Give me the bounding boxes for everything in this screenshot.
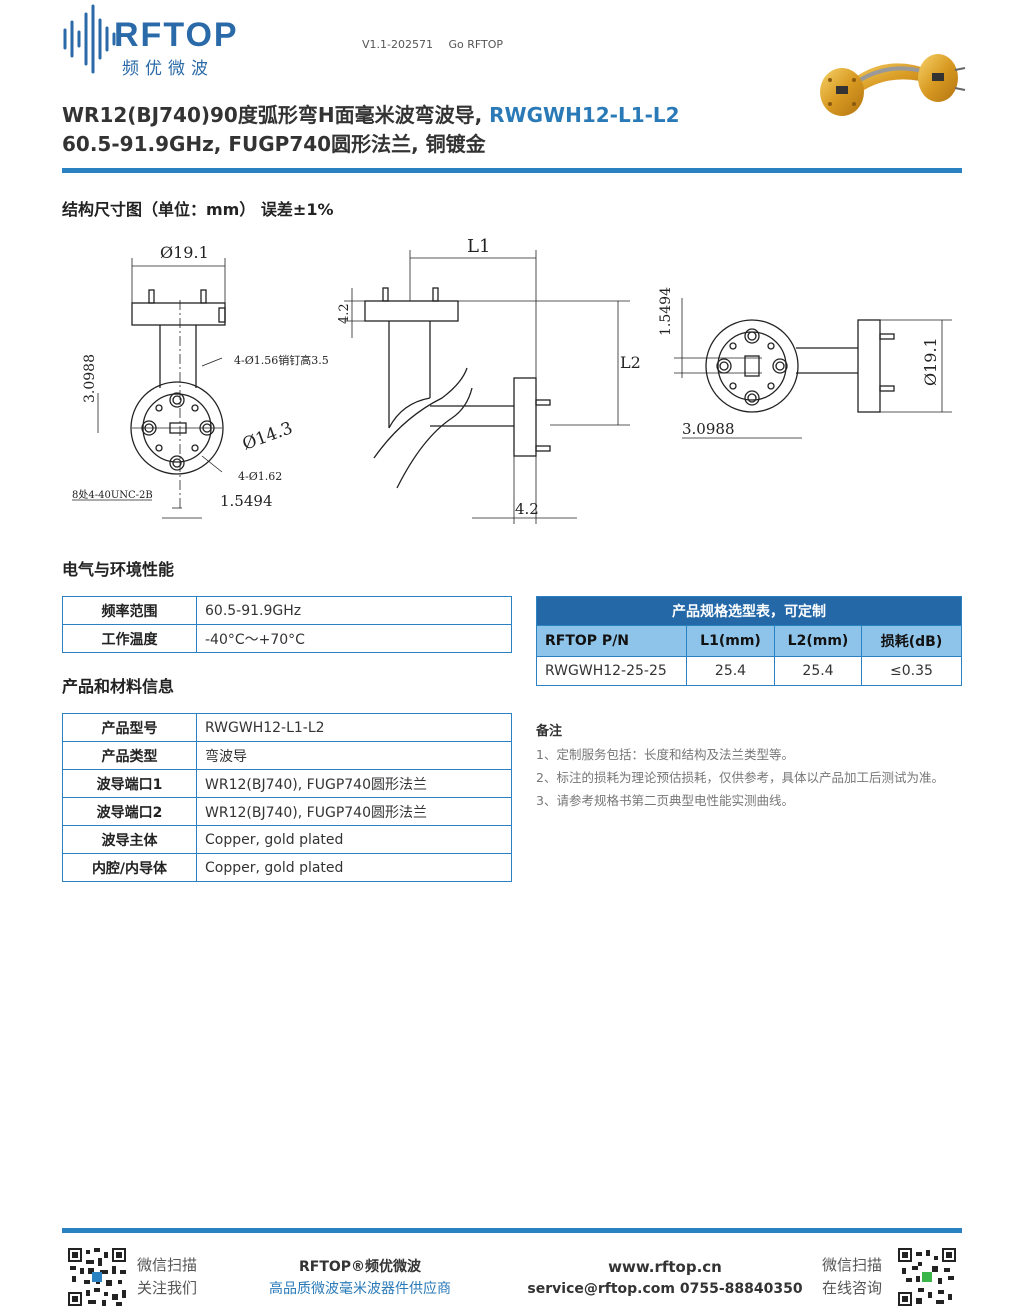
spec-key: 工作温度 <box>62 624 197 653</box>
material-heading: 产品和材料信息 <box>62 677 175 696</box>
logo-subtitle: 频优微波 <box>122 59 214 79</box>
spec-value: 弯波导 <box>196 741 512 770</box>
dim-l2-label: L2 <box>620 353 641 372</box>
pin-spec-label: 4-Ø1.56销钉高3.5 <box>234 353 329 367</box>
part-number-cell: RWGWH12-25-25 <box>536 656 687 686</box>
wechat-follow-text: 微信扫描 关注我们 <box>137 1254 197 1300</box>
spec-value: Copper, gold plated <box>196 825 512 854</box>
version-info: V1.1-202571 Go RFTOP <box>362 38 515 51</box>
spec-key: 产品型号 <box>62 713 197 742</box>
column-header: L1(mm) <box>686 625 775 657</box>
dim-3-0988-horizontal-label: 3.0988 <box>682 420 735 438</box>
rftop-logo: RFTOP 频优微波 <box>62 2 272 79</box>
dim-diameter-19-1-vertical-label: Ø19.1 <box>921 337 940 386</box>
dimension-drawing: Ø19.1 3.0988 4-Ø1.56销钉高3.5 Ø14.3 4-Ø1.62… <box>72 236 952 524</box>
product-photo <box>820 54 966 116</box>
wechat-consult-line2: 在线咨询 <box>822 1279 883 1297</box>
spec-value: 60.5-91.9GHz <box>196 596 512 625</box>
spec-key: 波导端口1 <box>62 769 197 798</box>
dim-4-2-vertical-label: 4.2 <box>337 303 352 324</box>
selection-table: 产品规格选型表，可定制 RFTOP P/N L1(mm) L2(mm) 损耗(d… <box>536 596 962 686</box>
notes-section: 备注 1、定制服务包括：长度和结构及法兰类型等。 2、标注的损耗为理论预估损耗，… <box>536 720 956 812</box>
footer-contact[interactable]: service@rftop.com 0755-88840350 <box>527 1281 803 1297</box>
thread-spec-label: 8处4-40UNC-2B <box>72 489 153 501</box>
spec-value: WR12(BJ740), FUGP740圆形法兰 <box>196 797 512 826</box>
note-item: 1、定制服务包括：长度和结构及法兰类型等。 <box>536 747 794 762</box>
table-row: RWGWH12-25-25 25.4 25.4 ≤0.35 <box>536 656 962 686</box>
hole-spec-label: 4-Ø1.62 <box>238 470 282 483</box>
l1-cell: 25.4 <box>686 656 775 686</box>
logo-text: RFTOP <box>114 16 239 54</box>
header-divider <box>62 168 962 173</box>
footer-contact-block: www.rftop.cn service@rftop.com 0755-8884… <box>520 1256 810 1300</box>
footer-brand: RFTOP®频优微波 <box>298 1259 422 1275</box>
drawing-heading: 结构尺寸图（单位：mm） 误差±1% <box>62 200 334 219</box>
footer-divider <box>62 1228 962 1233</box>
footer-slogan: 高品质微波毫米波器件供应商 <box>269 1281 451 1297</box>
wechat-follow-line2: 关注我们 <box>137 1279 198 1297</box>
column-header: RFTOP P/N <box>536 625 687 657</box>
spec-key: 波导端口2 <box>62 797 197 826</box>
title-part-number: RWGWH12-L1-L2 <box>489 103 680 127</box>
column-header: L2(mm) <box>774 625 862 657</box>
logo-wave-icon <box>63 4 116 74</box>
table-row: 产品类型弯波导 <box>62 741 512 770</box>
loss-cell: ≤0.35 <box>861 656 962 686</box>
selection-caption: 产品规格选型表，可定制 <box>536 596 962 626</box>
spec-key: 波导主体 <box>62 825 197 854</box>
note-item: 3、请参考规格书第二页典型电性能实测曲线。 <box>536 793 794 808</box>
title-main: WR12(BJ740)90度弧形弯H面毫米波弯波导, <box>62 103 490 127</box>
wechat-consult-line1: 微信扫描 <box>822 1256 883 1274</box>
spec-key: 内腔/内导体 <box>62 853 197 882</box>
wechat-consult-qr-code <box>898 1248 956 1306</box>
footer-website[interactable]: www.rftop.cn <box>608 1258 722 1276</box>
dim-3-0988-label: 3.0988 <box>82 354 98 403</box>
dim-diameter-14-3-label: Ø14.3 <box>240 418 296 455</box>
dim-1-5494-label: 1.5494 <box>220 492 273 510</box>
wechat-consult-text: 微信扫描 在线咨询 <box>822 1254 882 1300</box>
version-number: V1.1-202571 <box>362 38 433 51</box>
dim-diameter-19-1-label: Ø19.1 <box>160 243 209 262</box>
wechat-follow-qr-code <box>68 1248 126 1306</box>
spec-key: 频率范围 <box>62 596 197 625</box>
l2-cell: 25.4 <box>774 656 862 686</box>
notes-heading: 备注 <box>536 724 563 739</box>
table-row: 工作温度-40°C～+70°C <box>62 624 512 653</box>
spec-value: WR12(BJ740), FUGP740圆形法兰 <box>196 769 512 798</box>
spec-value: RWGWH12-L1-L2 <box>196 713 512 742</box>
spec-key: 产品类型 <box>62 741 197 770</box>
spec-value: -40°C～+70°C <box>196 624 512 653</box>
wechat-follow-line1: 微信扫描 <box>137 1256 198 1274</box>
product-title-line2: 60.5-91.9GHz, FUGP740圆形法兰, 铜镀金 <box>62 132 486 156</box>
dim-4-2-label: 4.2 <box>515 500 539 518</box>
dim-1-5494-vertical-label: 1.5494 <box>658 287 674 336</box>
product-title-line1: WR12(BJ740)90度弧形弯H面毫米波弯波导, RWGWH12-L1-L2 <box>62 99 680 128</box>
dim-l1-label: L1 <box>467 236 490 257</box>
column-header: 损耗(dB) <box>861 625 962 657</box>
electrical-heading: 电气与环境性能 <box>62 560 175 579</box>
note-item: 2、标注的损耗为理论预估损耗，仅供参考，具体以产品加工后测试为准。 <box>536 770 944 785</box>
footer-brand-block: RFTOP®频优微波 高品质微波毫米波器件供应商 <box>250 1256 470 1300</box>
go-rftop-link[interactable]: Go RFTOP <box>448 38 504 51</box>
spec-value: Copper, gold plated <box>196 853 512 882</box>
